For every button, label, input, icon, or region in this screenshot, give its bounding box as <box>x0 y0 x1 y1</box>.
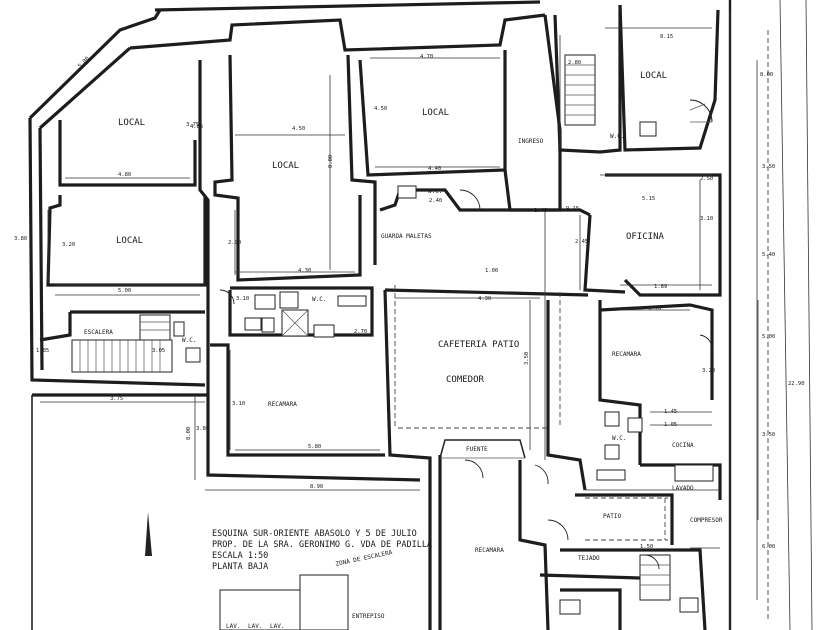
bathroom-fixtures <box>173 121 714 615</box>
dim-text: 4.30 <box>478 296 491 302</box>
room-label-guarda-maletas: GUARDA MALETAS <box>381 233 432 240</box>
dim-text: 8.00 <box>760 72 773 78</box>
dim-text: 2.80 <box>568 60 581 66</box>
dim-text: 5.00 <box>118 288 131 294</box>
stairs-bottom-left <box>219 554 671 630</box>
fixture-labels: W.C. W.C. W.C. LAV. LAV. LAV. <box>182 133 626 630</box>
dim-text: 2.45 <box>575 239 588 245</box>
room-label-recamara-3: RECAMARA <box>475 547 504 554</box>
room-label-compresor: COMPRESOR <box>690 517 723 524</box>
dim-text: 3.75 <box>186 122 199 128</box>
dim-text: 1.50 <box>640 544 653 550</box>
dim-text: 3.80 <box>196 426 209 432</box>
title-line-4: PLANTA BAJA <box>212 562 268 572</box>
dim-text: 6.00 <box>762 544 775 550</box>
room-label-oficina: OFICINA <box>626 232 665 242</box>
fixture-label-lav-a: LAV. <box>226 623 240 630</box>
dim-text: 1.45 <box>664 409 677 415</box>
dim-text: 4.50 <box>374 106 387 112</box>
dim-text: 2.50 <box>700 176 713 182</box>
fixture-label-wc-c: W.C. <box>182 337 196 344</box>
title-line-2: PROP. DE LA SRA. GERONIMO G. VDA DE PADI… <box>212 540 432 550</box>
room-label-entrepiso: ENTREPISO <box>352 613 385 620</box>
dim-text: 5.80 <box>308 444 321 450</box>
dim-text: 3.75 <box>110 396 123 402</box>
title-line-3: ESCALA 1:50 <box>212 551 268 561</box>
stairs-escalera <box>71 314 173 373</box>
dim-text: 2.40 <box>429 198 442 204</box>
dim-text: 3.20 <box>702 368 715 374</box>
dim-text: 8.00 <box>328 155 334 168</box>
dim-text: 5.00 <box>762 334 775 340</box>
room-label-tejado: TEJADO <box>578 555 600 562</box>
dim-text: 3.80 <box>14 236 27 242</box>
room-label-cafeteria-patio: CAFETERIA PATIO <box>438 340 519 350</box>
dim-text: 3.50 <box>762 432 775 438</box>
dim-text: 3.50 <box>762 164 775 170</box>
room-label-cocina: COCINA <box>672 442 694 449</box>
dim-text: 3.70 <box>648 306 661 312</box>
dim-text: 4.30 <box>298 268 311 274</box>
dim-text: 8.15 <box>660 34 673 40</box>
room-label-escalera: ESCALERA <box>84 329 113 336</box>
room-label-local-1: LOCAL <box>118 118 145 128</box>
room-label-lavado: LAVADO <box>672 485 694 492</box>
fuente-fountain <box>439 439 526 459</box>
dim-text: 1.85 <box>36 348 49 354</box>
room-label-local-3: LOCAL <box>422 108 449 118</box>
dim-text: 4.85 <box>190 124 203 130</box>
dim-text: 4.40 <box>428 166 441 172</box>
dim-text: 3.50 <box>524 352 530 365</box>
dim-text: 1.05 <box>664 422 677 428</box>
street-lines <box>728 0 813 630</box>
fixture-label-lav-c: LAV. <box>270 623 284 630</box>
room-label-local-5: LOCAL <box>640 71 667 81</box>
room-label-wc: W.C. <box>428 188 442 195</box>
fixture-label-wc-a: W.C. <box>610 133 624 140</box>
dim-text: 8.90 <box>310 484 323 490</box>
dim-text: 22.90 <box>788 381 805 387</box>
stairs-top-right <box>564 54 713 126</box>
room-label-local-4: LOCAL <box>116 236 143 246</box>
dimension-texts: 5.00 4.85 4.80 4.50 3.20 5.00 3.80 4.30 … <box>14 34 805 550</box>
dim-text: 1.00 <box>485 268 498 274</box>
dim-text: 2.90 <box>228 240 241 246</box>
dim-text: 4.70 <box>420 54 433 60</box>
exterior-walls <box>28 0 546 630</box>
section-arrow <box>145 512 152 556</box>
room-labels: LOCAL LOCAL LOCAL LOCAL LOCAL INGRESO W.… <box>84 71 723 620</box>
dimension-lines <box>40 10 759 630</box>
dim-text: 1.89 <box>654 284 667 290</box>
room-label-wc-2: W.C. <box>312 296 326 303</box>
fixture-label-lav-b: LAV. <box>248 623 262 630</box>
dim-text: 8.00 <box>186 427 192 440</box>
title-line-1: ESQUINA SUR-ORIENTE ABASOLO Y 5 DE JULIO <box>212 529 417 539</box>
room-label-comedor: COMEDOR <box>446 375 485 385</box>
dim-text: 5.40 <box>762 252 775 258</box>
room-label-local-2: LOCAL <box>272 161 299 171</box>
dim-text: 3.10 <box>700 216 713 222</box>
fixture-label-wc-b: W.C. <box>612 435 626 442</box>
dim-text: 3.10 <box>232 401 245 407</box>
room-label-ingreso: INGRESO <box>518 138 544 145</box>
dim-text: 4.50 <box>292 126 305 132</box>
dim-text: 9.15 <box>566 206 579 212</box>
room-label-zona-escalera: ZONA DE ESCALERA <box>335 549 393 568</box>
dim-text: 2.70 <box>354 329 367 335</box>
dim-text: 5.15 <box>642 196 655 202</box>
room-label-recamara-1: RECAMARA <box>268 401 297 408</box>
door-swings <box>219 189 713 570</box>
room-label-fuente: FUENTE <box>466 446 488 453</box>
dim-text: 4.80 <box>118 172 131 178</box>
title-block: ESQUINA SUR-ORIENTE ABASOLO Y 5 DE JULIO… <box>212 529 432 572</box>
dim-text: 1.40 <box>534 208 547 214</box>
dim-text: 3.10 <box>236 296 249 302</box>
local-rooms-walls <box>39 4 722 630</box>
room-label-patio: PATIO <box>603 513 621 520</box>
dim-text: 3.05 <box>152 348 165 354</box>
room-label-recamara-2: RECAMARA <box>612 351 641 358</box>
dim-text: 3.20 <box>62 242 75 248</box>
